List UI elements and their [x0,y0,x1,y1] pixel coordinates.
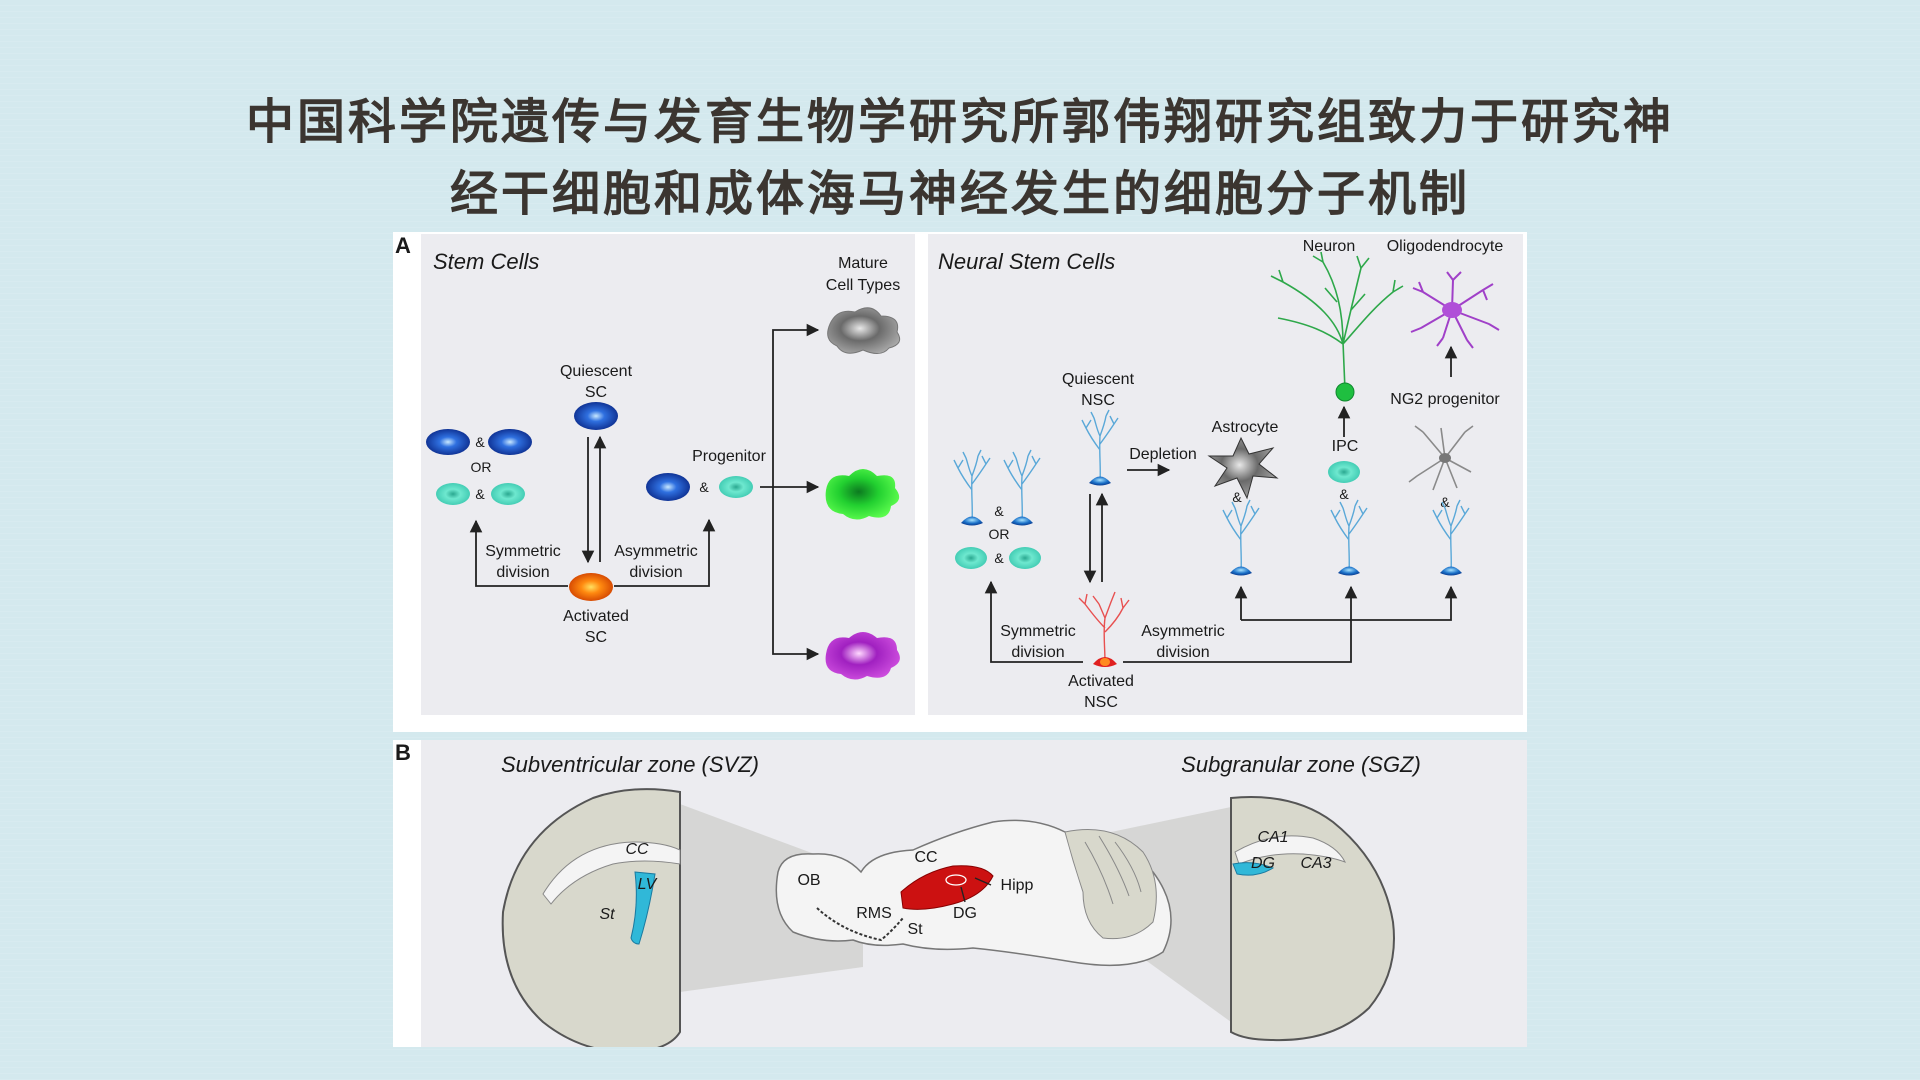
quiescent-sc-label-2: SC [585,384,607,401]
oligodendrocyte-label: Oligodendrocyte [1387,238,1504,255]
nsc-asymmetric-division-arrow [1123,585,1358,663]
neural-stem-cell-figure: A Stem Cells Mature Cell Types & OR & Qu… [393,232,1527,1047]
progenitor-cell-teal [491,483,525,505]
activated-nsc-label-2: NSC [1084,694,1118,711]
symmetric-division-arrow [469,519,568,587]
nsc-symmetric-division-label-1: Symmetric [1000,623,1076,640]
left-lv-label: LV [638,876,658,893]
progenitor-label: Progenitor [692,448,766,465]
ampersand: & [1440,494,1450,510]
oligodendrocyte-cell [1410,271,1500,349]
ampersand: & [1232,489,1242,505]
ampersand: & [1339,486,1349,502]
ng2-progenitor-cell [1408,425,1474,491]
asymmetric-division-label-1: Asymmetric [614,543,698,560]
stem-cell-blue [426,429,470,455]
slide-title-line-2: 经干细胞和成体海马神经发生的细胞分子机制 [449,166,1470,222]
ca1-label: CA1 [1257,829,1288,846]
sgz-heading: Subgranular zone (SGZ) [1181,752,1421,777]
svz-coronal-section [501,788,681,1047]
asymmetric-division-arrow [614,518,716,587]
stem-cells-heading: Stem Cells [433,249,539,274]
ampersand: & [699,479,709,495]
ng2-progenitor-label: NG2 progenitor [1390,391,1500,408]
quiescent-nsc-label-1: Quiescent [1062,371,1135,388]
stem-cell-blue [646,473,690,501]
progenitor-cell-teal [436,483,470,505]
asymmetric-division-label-2: division [629,564,682,581]
neuron-cell [1270,251,1404,402]
quiescent-sc-label-1: Quiescent [560,363,633,380]
mature-cell-types-label-2: Cell Types [826,277,900,294]
progenitor-cell-teal [719,476,753,498]
rms-label: RMS [856,905,892,922]
mature-cell-gray [827,307,901,354]
astrocyte-cell [1207,436,1279,500]
stem-cell-blue [488,429,532,455]
nsc-symmetric-division-arrow [984,580,1083,663]
ipc-label: IPC [1332,438,1359,455]
right-dg-label: DG [1251,855,1275,872]
ampersand: & [475,434,485,450]
depletion-label: Depletion [1129,446,1197,463]
differentiation-arrow [772,323,820,652]
nsc-asymmetric-division-label-2: division [1156,644,1209,661]
nsc-symmetric-division-label-2: division [1011,644,1064,661]
neuron-label: Neuron [1303,238,1355,255]
mature-cell-purple [825,632,900,680]
sagittal-brain [775,819,1172,967]
ob-label: OB [797,872,820,889]
activated-sc-label-2: SC [585,629,607,646]
ampersand: & [994,550,1004,566]
ampersand: & [994,503,1004,519]
nsc-asymmetric-division-arrow [1241,585,1458,621]
or-label: OR [989,526,1010,542]
nsc-asymmetric-division-label-1: Asymmetric [1141,623,1225,640]
mid-cc-label: CC [914,849,937,866]
activated-nsc-cell [1078,591,1130,667]
panel-a-letter: A [395,233,411,258]
symmetric-division-label-1: Symmetric [485,543,561,560]
activated-stem-cell [569,573,613,601]
or-label: OR [471,459,492,475]
svz-heading: Subventricular zone (SVZ) [501,752,759,777]
svz-projection-cone [680,804,863,992]
slide-title-line-1: 中国科学院遗传与发育生物学研究所郭伟翔研究组致力于研究神 [245,94,1674,150]
hipp-label: Hipp [1001,877,1034,894]
mid-st-label: St [907,921,923,938]
panel-b-letter: B [395,740,411,765]
dg-pointer [960,886,966,903]
progenitor-cell-teal [955,547,987,569]
differentiation-arrow [772,647,820,661]
activated-nsc-label-1: Activated [1068,673,1134,690]
progenitor-cell-teal [1009,547,1041,569]
sgz-coronal-section [1230,796,1395,1042]
left-cc-label: CC [625,841,649,858]
quiescent-nsc-label-2: NSC [1081,392,1115,409]
quiescent-stem-cell [574,402,618,430]
activated-sc-label-1: Activated [563,608,629,625]
mature-cell-green [825,469,900,520]
astrocyte-label: Astrocyte [1212,419,1279,436]
ampersand: & [475,486,485,502]
left-st-label: St [599,906,615,923]
ca3-label: CA3 [1300,855,1331,872]
symmetric-division-label-2: division [496,564,549,581]
ipc-cell [1328,461,1360,483]
hipp-pointer [974,877,992,886]
dg-label: DG [953,905,977,922]
neural-stem-cells-heading: Neural Stem Cells [938,249,1115,274]
mature-cell-types-label-1: Mature [838,255,888,272]
